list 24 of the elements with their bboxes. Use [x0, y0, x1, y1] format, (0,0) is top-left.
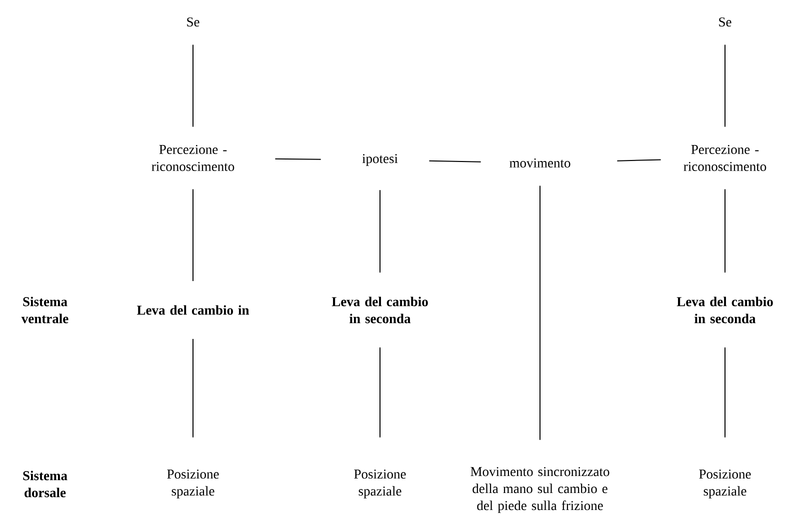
- text-label: Se: [719, 17, 732, 27]
- connector-line: [724, 44, 726, 128]
- connector-line: [192, 44, 194, 128]
- connector-line: [724, 346, 726, 438]
- text-label: Posizione spaziale: [699, 470, 751, 498]
- text-label: Posizione spaziale: [167, 470, 219, 498]
- text-label: Percezione - riconoscimento: [684, 144, 766, 172]
- connector-line: [192, 188, 194, 282]
- text-label: movimento: [510, 158, 570, 168]
- text-label: ipotesi: [362, 154, 398, 166]
- text-label: Movimento sincronizzato della mano sul cambio e del piede sulla frizione: [470, 467, 610, 513]
- row-label: Sistema dorsale: [23, 470, 68, 498]
- connector-line: [428, 160, 482, 162]
- connector-line: [616, 159, 662, 162]
- connector-line: [192, 338, 194, 438]
- text-label: Leva del cambio in seconda: [332, 296, 428, 324]
- connector-line: [274, 158, 322, 160]
- text-label: Percezione - riconoscimento: [152, 144, 234, 172]
- text-label: Leva del cambio in seconda: [676, 296, 773, 324]
- connector-line: [724, 188, 726, 274]
- text-label: Leva del cambio in: [137, 305, 250, 315]
- text-label: Se: [187, 17, 200, 27]
- text-label: Posizione spaziale: [354, 470, 406, 498]
- row-label: Sistema ventrale: [21, 296, 68, 324]
